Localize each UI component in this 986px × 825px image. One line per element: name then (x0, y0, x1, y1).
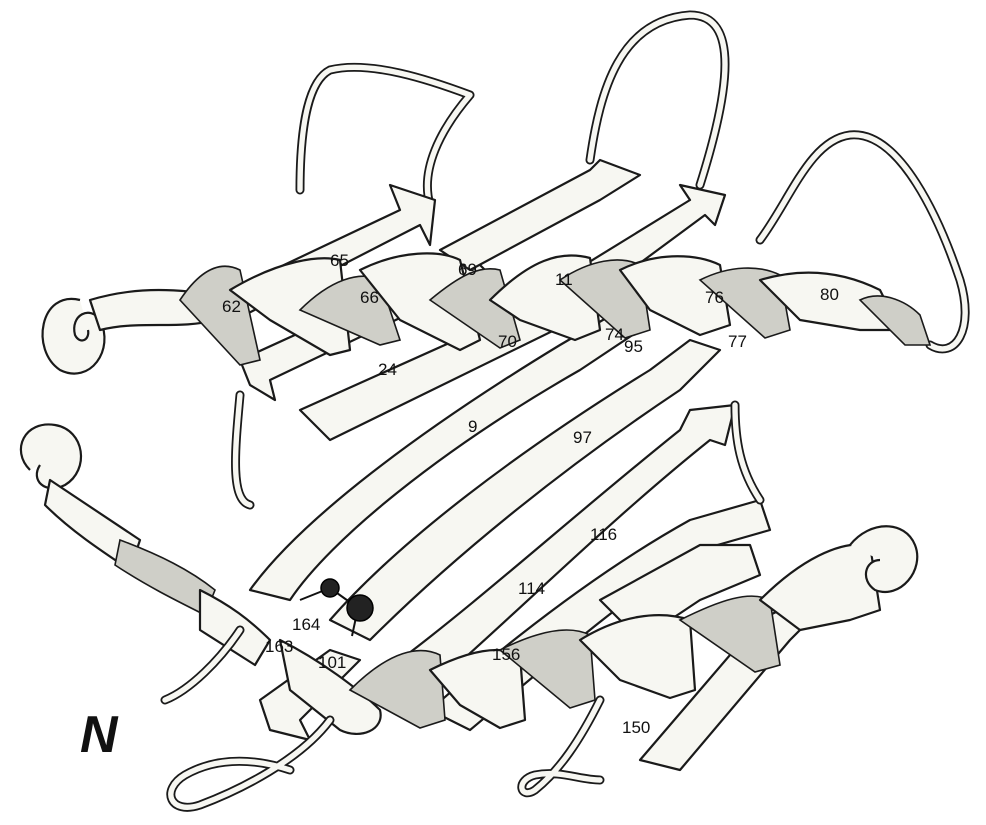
helix-lower-segment-8 (580, 615, 695, 698)
residue-label-9: 9 (468, 417, 477, 436)
residue-label-69: 69 (458, 260, 477, 279)
residue-label-114: 114 (518, 579, 545, 598)
residue-label-80: 80 (820, 285, 839, 304)
residue-label-77: 77 (728, 332, 747, 351)
residue-label-66: 66 (360, 288, 379, 307)
residue-label-97: 97 (573, 428, 592, 447)
helix-lower (21, 424, 917, 733)
residue-label-163: 163 (265, 637, 293, 656)
residue-label-62: 62 (222, 297, 241, 316)
helix-lower-left-curl (21, 424, 81, 488)
residue-label-150: 150 (622, 718, 650, 737)
residue-label-76: 76 (705, 288, 724, 307)
ligand-atom-large (347, 595, 373, 621)
residue-label-101: 101 (318, 653, 346, 672)
residue-label-156: 156 (492, 645, 520, 664)
residue-label-74: 74 (605, 325, 624, 344)
residue-label-65: 65 (330, 251, 349, 270)
residue-label-70: 70 (498, 332, 517, 351)
residue-label-164: 164 (292, 615, 320, 634)
helix-lower-segment-3 (200, 590, 270, 665)
residue-label-95: 95 (624, 337, 643, 356)
n-terminus-label: N (80, 706, 119, 764)
residue-label-11: 11 (555, 270, 573, 289)
residue-label-24: 24 (378, 360, 397, 379)
residue-label-116: 116 (590, 525, 617, 544)
ligand-atom-small (321, 579, 339, 597)
